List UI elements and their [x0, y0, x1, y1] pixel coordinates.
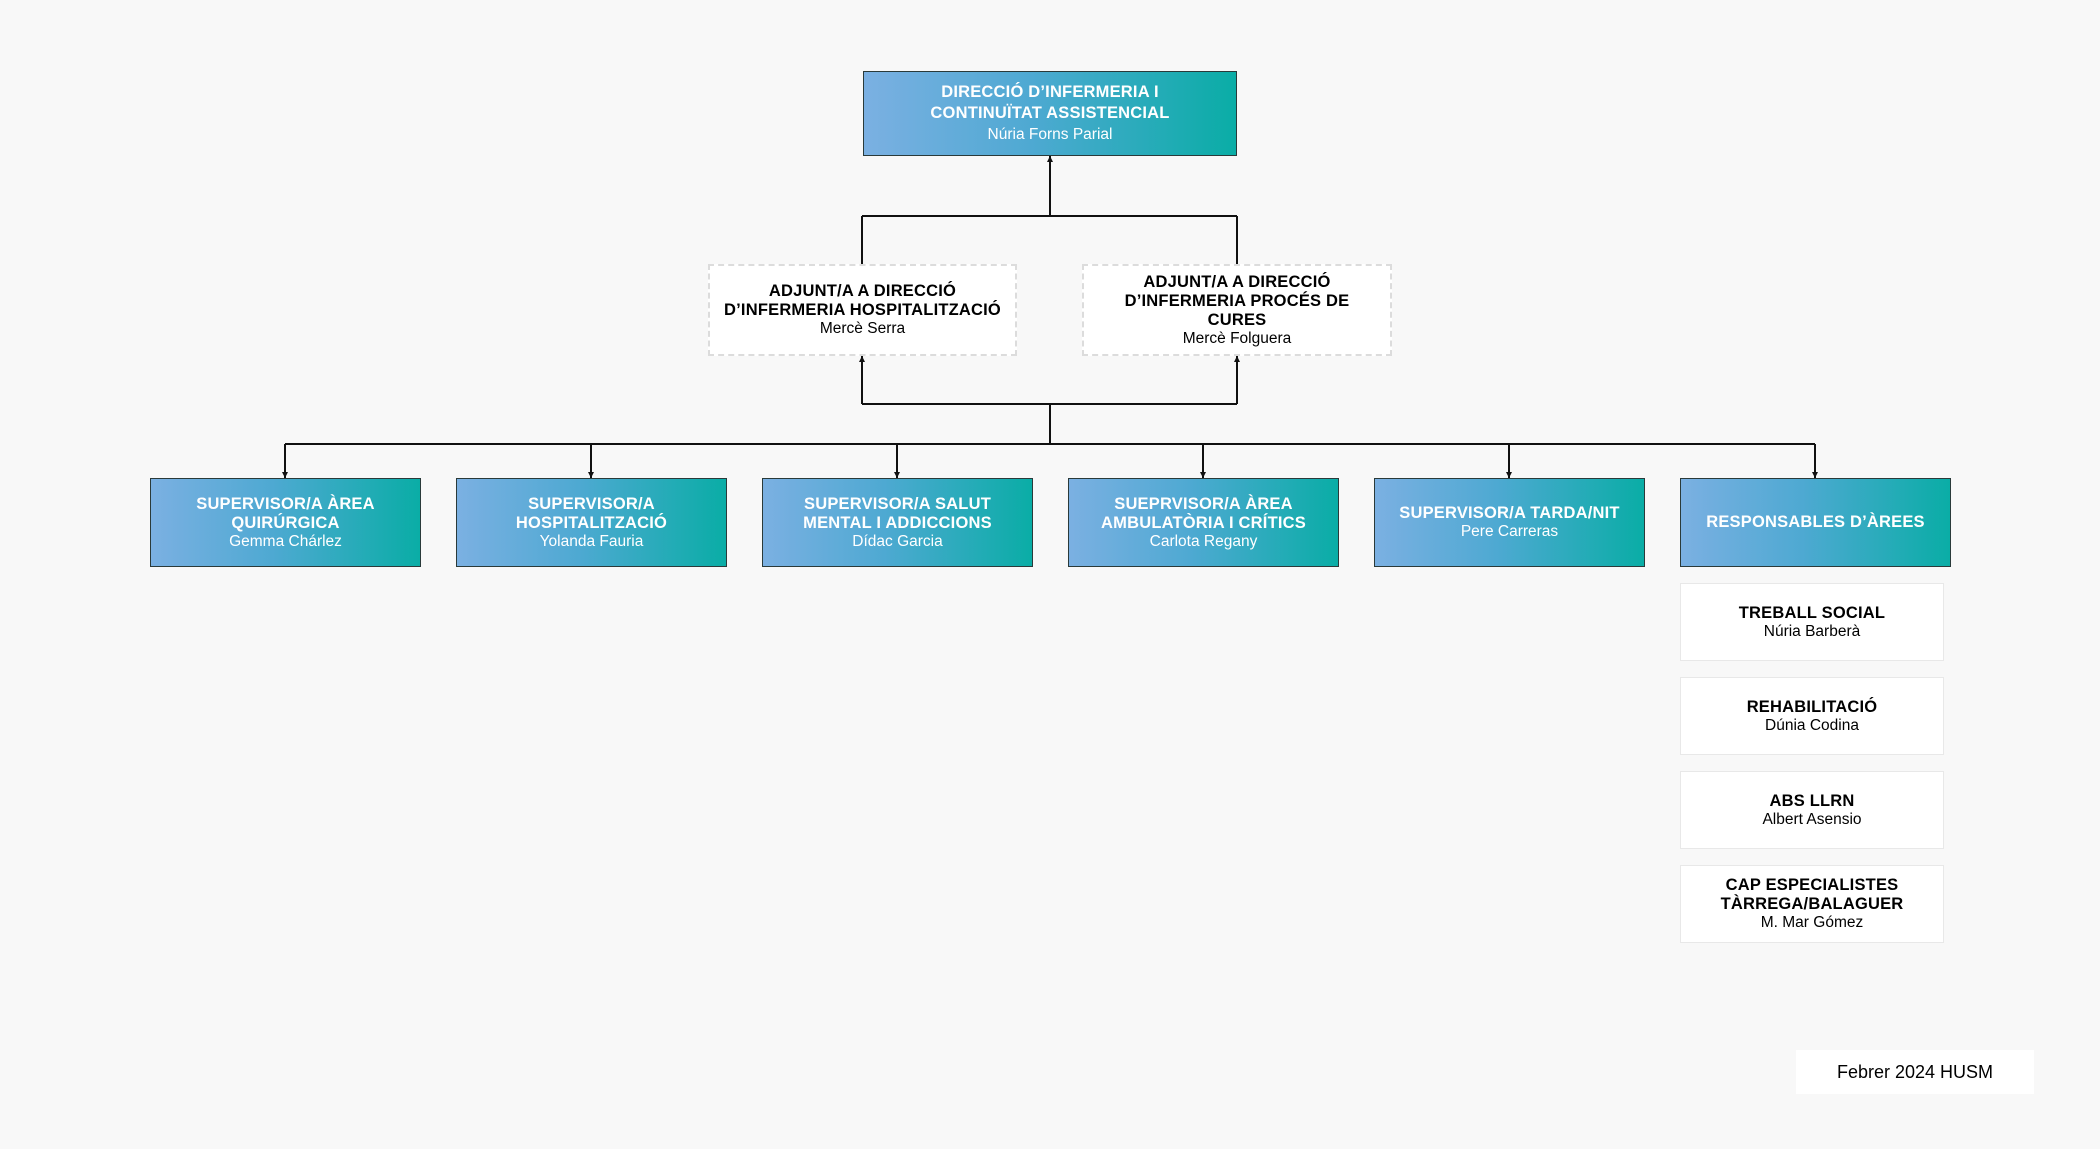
director-box: DIRECCIÓ D’INFERMERIA I CONTINUÏTAT ASSI… — [863, 71, 1237, 156]
supervisor-ambulatory-box: SUEPRVISOR/A ÀREA AMBULATÒRIA I CRÍTICS … — [1068, 478, 1339, 567]
supervisor-name: Pere Carreras — [1460, 523, 1559, 540]
area-managers-box: RESPONSABLES D’ÀREES — [1680, 478, 1951, 567]
adjunct-title: ADJUNT/A A DIRECCIÓ D’INFERMERIA PROCÉS … — [1124, 272, 1350, 329]
area-head-name: M. Mar Gómez — [1760, 914, 1864, 931]
area-head-social-work-box: TREBALL SOCIAL Núria Barberà — [1680, 583, 1944, 661]
adjunct-name: Mercè Folguera — [1182, 329, 1292, 347]
director-name: Núria Forns Parial — [987, 126, 1113, 143]
area-head-title: CAP ESPECIALISTES TÀRREGA/BALAGUER — [1720, 876, 1904, 913]
supervisor-title: SUPERVISOR/A SALUT MENTAL I ADDICCIONS — [803, 494, 992, 532]
supervisor-name: Gemma Chárlez — [229, 532, 342, 550]
area-head-title: ABS LLRN — [1769, 791, 1855, 810]
area-head-name: Albert Asensio — [1762, 810, 1862, 828]
supervisor-title: SUPERVISOR/A ÀREA QUIRÚRGICA — [196, 494, 375, 532]
area-head-title: REHABILITACIÓ — [1746, 697, 1878, 716]
supervisor-title: SUPERVISOR/A TARDA/NIT — [1399, 504, 1620, 522]
director-title: DIRECCIÓ D’INFERMERIA I CONTINUÏTAT ASSI… — [930, 83, 1170, 122]
area-head-name: Núria Barberà — [1763, 622, 1861, 640]
area-head-title: TREBALL SOCIAL — [1738, 603, 1886, 622]
supervisor-surgical-box: SUPERVISOR/A ÀREA QUIRÚRGICA Gemma Chárl… — [150, 478, 421, 567]
supervisor-title: SUPERVISOR/A HOSPITALITZACIÓ — [515, 494, 668, 532]
supervisor-evening-night-box: SUPERVISOR/A TARDA/NIT Pere Carreras — [1374, 478, 1645, 567]
adjunct-hospitalization-box: ADJUNT/A A DIRECCIÓ D’INFERMERIA HOSPITA… — [708, 264, 1017, 356]
adjunct-name: Mercè Serra — [819, 320, 906, 337]
adjunct-care-process-box: ADJUNT/A A DIRECCIÓ D’INFERMERIA PROCÉS … — [1082, 264, 1392, 356]
area-head-name: Dúnia Codina — [1765, 716, 1859, 734]
supervisor-mental-health-box: SUPERVISOR/A SALUT MENTAL I ADDICCIONS D… — [762, 478, 1033, 567]
area-managers-title: RESPONSABLES D’ÀREES — [1706, 513, 1925, 531]
adjunct-title: ADJUNT/A A DIRECCIÓ D’INFERMERIA HOSPITA… — [724, 282, 1001, 319]
supervisor-title: SUEPRVISOR/A ÀREA AMBULATÒRIA I CRÍTICS — [1101, 494, 1306, 532]
area-head-rehabilitation-box: REHABILITACIÓ Dúnia Codina — [1680, 677, 1944, 755]
area-head-specialists-box: CAP ESPECIALISTES TÀRREGA/BALAGUER M. Ma… — [1680, 865, 1944, 943]
supervisor-name: Dídac Garcia — [852, 532, 943, 550]
area-head-abs-box: ABS LLRN Albert Asensio — [1680, 771, 1944, 849]
supervisor-hospitalization-box: SUPERVISOR/A HOSPITALITZACIÓ Yolanda Fau… — [456, 478, 727, 567]
supervisor-name: Carlota Regany — [1149, 532, 1258, 550]
footer-date-label: Febrer 2024 HUSM — [1796, 1050, 2034, 1094]
supervisor-name: Yolanda Fauria — [539, 532, 644, 550]
